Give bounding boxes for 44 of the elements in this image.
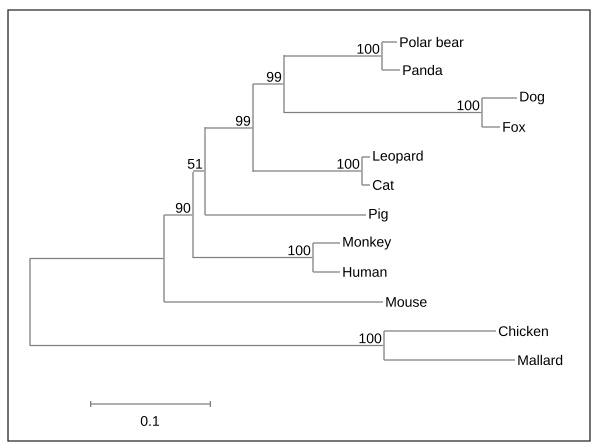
scale-label: 0.1 [140,416,160,426]
branch [482,97,517,99]
taxon-label: Fox [503,122,526,132]
taxon-label: Mallard [518,354,562,366]
branch [313,242,340,244]
bootstrap-value: 100 [338,158,360,169]
bootstrap-value: 100 [360,333,382,344]
branch [362,156,370,158]
taxon-label: Human [343,267,386,277]
branch [482,126,500,128]
branch [164,214,192,216]
branch [193,256,312,258]
taxon-label: Panda [403,64,443,76]
taxon-label: Monkey [343,236,392,250]
bootstrap-value: 100 [458,100,480,110]
branch [205,214,366,216]
branch [284,55,382,57]
branch [384,359,515,361]
bootstrap-value: 90 [176,202,190,213]
branch [193,170,204,172]
branch [384,330,496,332]
branch [284,112,482,114]
bootstrap-value: 100 [358,44,380,54]
bootstrap-value: 99 [266,72,282,82]
taxon-label: Chicken [498,326,548,336]
taxon-label: Polar bear [400,36,464,48]
taxon-label: Mouse [386,297,427,307]
taxon-label: Leopard [373,150,423,164]
branch [205,127,252,129]
branch [30,258,164,260]
branch [30,344,384,346]
bootstrap-value: 51 [188,159,202,169]
branch [362,184,370,186]
branch [382,41,397,43]
branch [253,83,284,85]
taxon-label: Cat [372,180,394,190]
branch [253,170,362,172]
bootstrap-value: 99 [236,116,250,126]
taxon-label: Dog [520,92,544,104]
branch [164,301,383,303]
branch [382,69,400,71]
taxon-label: Pig [369,208,388,222]
bootstrap-value: 100 [288,245,310,256]
branch [313,271,340,273]
